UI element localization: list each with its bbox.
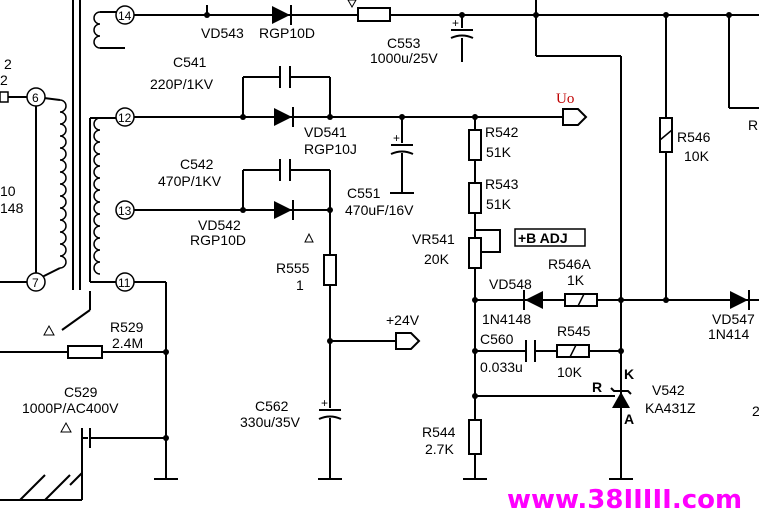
diode-vd541 xyxy=(274,107,294,127)
c560-value: 0.033u xyxy=(480,359,523,375)
diode-vd543 xyxy=(272,5,292,25)
capacitor-c562: + xyxy=(318,396,342,420)
plus24v-label: +24V xyxy=(386,312,420,328)
c553-value: 1000u/25V xyxy=(370,50,438,66)
r546a-value: 1K xyxy=(567,272,585,288)
left-label-2a: 2 xyxy=(4,56,12,72)
r544-value: 2.7K xyxy=(425,441,454,457)
resistor-r543 xyxy=(468,182,482,214)
capacitor-c551: + xyxy=(390,131,414,155)
pin-13-label: 13 xyxy=(118,204,132,218)
r529-label: R529 xyxy=(110,319,144,335)
vd548-part: 1N4148 xyxy=(482,311,531,327)
c562-label: C562 xyxy=(255,398,289,414)
capacitor-c560 xyxy=(525,340,536,362)
r545-label: R545 xyxy=(557,323,591,339)
left-label-148: 148 xyxy=(0,200,24,216)
svg-text:+: + xyxy=(393,131,400,145)
vd547-label: VD547 xyxy=(712,311,755,327)
resistor-r529 xyxy=(67,345,103,359)
fuse-top xyxy=(357,7,391,22)
resistor-r544 xyxy=(468,419,482,455)
c551-label: C551 xyxy=(347,185,381,201)
left-label-10: 10 xyxy=(0,183,16,199)
r543-value: 51K xyxy=(486,196,512,212)
vd543-label: VD543 xyxy=(201,25,244,41)
vd547-part: 1N414 xyxy=(708,326,749,342)
r546-value: 10K xyxy=(684,148,710,164)
vr541-value: 20K xyxy=(424,251,450,267)
diode-vd548 xyxy=(523,290,543,310)
c553-label: C553 xyxy=(387,35,421,51)
v542-pin-k: K xyxy=(624,366,634,382)
r529-value: 2.4M xyxy=(112,335,143,351)
capacitor-c542 xyxy=(279,159,291,181)
v542-label: V542 xyxy=(652,382,685,398)
vd548-label: VD548 xyxy=(489,276,532,292)
c542-label: C542 xyxy=(180,156,214,172)
trimmer-vr541 xyxy=(468,237,482,269)
pin-12-label: 12 xyxy=(118,111,132,125)
vd542-label: VD542 xyxy=(198,217,241,233)
resistor-r542 xyxy=(468,129,482,161)
pin-6-label: 6 xyxy=(32,91,39,105)
r543-label: R543 xyxy=(485,176,519,192)
resistor-r555 xyxy=(323,254,337,286)
vr541-label: VR541 xyxy=(412,231,455,247)
v542-pin-r: R xyxy=(592,379,602,395)
uo-label: Uo xyxy=(556,91,574,107)
capacitor-c541 xyxy=(279,66,291,88)
v542-pin-a: A xyxy=(624,411,634,427)
r542-label: R542 xyxy=(485,124,519,140)
edge-label-2: 2 xyxy=(752,403,759,419)
c541-value: 220P/1KV xyxy=(150,76,214,92)
diode-vd547 xyxy=(730,290,750,310)
badj-box xyxy=(514,228,586,247)
watermark: www.38IIIII.com xyxy=(507,485,742,515)
c560-label: C560 xyxy=(480,331,514,347)
pin-11-label: 11 xyxy=(118,276,131,290)
edge-label-r: R xyxy=(748,117,758,133)
r546a-label: R546A xyxy=(548,256,591,272)
capacitor-c553: + xyxy=(450,16,474,39)
c541-label: C541 xyxy=(173,54,207,70)
svg-text:+: + xyxy=(321,396,328,410)
transformer xyxy=(35,0,125,290)
regulator-v542 xyxy=(475,387,632,408)
plus24v-terminal xyxy=(395,332,421,350)
diode-vd542 xyxy=(274,200,294,220)
r555-label: R555 xyxy=(276,260,310,276)
vd541-part: RGP10J xyxy=(304,141,357,157)
pin-7-label: 7 xyxy=(32,276,39,290)
r555-value: 1 xyxy=(296,277,304,293)
left-label-2b: 2 xyxy=(0,72,8,88)
r546-label: R546 xyxy=(677,129,711,145)
c562-value: 330u/35V xyxy=(240,414,301,430)
pin-14-label: 14 xyxy=(118,9,132,23)
r544-label: R544 xyxy=(422,424,456,440)
v542-part: KA431Z xyxy=(645,400,696,416)
c529-value: 1000P/AC400V xyxy=(22,400,119,416)
r542-value: 51K xyxy=(486,144,512,160)
c551-value: 470uF/16V xyxy=(345,202,414,218)
uo-terminal xyxy=(562,108,588,126)
c529-label: C529 xyxy=(64,384,98,400)
c542-value: 470P/1KV xyxy=(158,173,222,189)
r545-value: 10K xyxy=(557,364,583,380)
vd542-part: RGP10D xyxy=(190,232,246,248)
vd543-part: RGP10D xyxy=(259,25,315,41)
badj-label: +B ADJ xyxy=(518,230,568,246)
vd541-label: VD541 xyxy=(304,124,347,140)
svg-text:+: + xyxy=(452,16,459,30)
